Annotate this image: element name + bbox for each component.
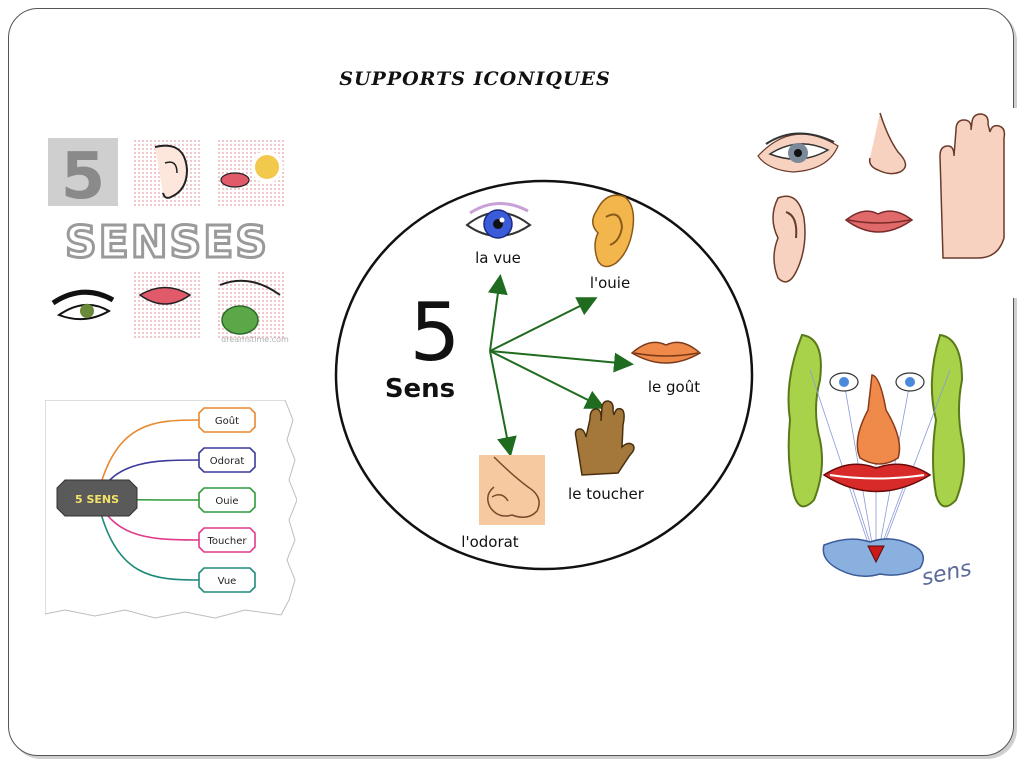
mindmap-node-label: Toucher bbox=[207, 536, 248, 547]
mindmap-node-label: Ouie bbox=[215, 496, 238, 507]
eye-icon bbox=[757, 132, 839, 173]
mindmap-branch-line bbox=[96, 419, 202, 499]
five-senses-circle: 5 Sens la vue l'ouie le goût le toucher … bbox=[334, 179, 754, 571]
mindmap-branch-line bbox=[96, 497, 202, 581]
label-gout: le goût bbox=[648, 378, 700, 396]
mouth-flower-icon bbox=[220, 151, 283, 188]
circle-number: 5 bbox=[410, 286, 461, 379]
mindmap-node-box bbox=[198, 407, 256, 433]
eye-icon bbox=[51, 289, 115, 321]
lips-icon bbox=[138, 286, 192, 305]
mindmap-node-label: Goût bbox=[215, 415, 239, 427]
facial-features-graphic bbox=[748, 108, 1018, 298]
lips-icon bbox=[630, 341, 702, 364]
mindmap-center: 5 SENS bbox=[75, 493, 119, 506]
ear-left-icon bbox=[787, 333, 823, 508]
ear-icon bbox=[592, 194, 635, 268]
label-ouie: l'ouie bbox=[590, 274, 630, 292]
mindmap-node-box bbox=[198, 527, 256, 553]
slide-title: SUPPORTS ICONIQUES bbox=[339, 68, 611, 90]
eye-icon bbox=[465, 201, 532, 239]
circle-heading: Sens bbox=[385, 374, 455, 404]
lips-icon bbox=[844, 210, 914, 233]
nose-icon bbox=[856, 374, 901, 465]
label-vue: la vue bbox=[475, 249, 521, 267]
label-odorat: l'odorat bbox=[461, 533, 519, 551]
mindmap-node-box bbox=[198, 447, 256, 473]
senses-word: SENSES bbox=[65, 217, 269, 268]
artistic-face-drawing: sens bbox=[780, 330, 995, 595]
five-senses-graphic: 5 SENSES dreamstime.com bbox=[45, 135, 290, 345]
watermark: dreamstime.com bbox=[221, 335, 289, 344]
nose-icon bbox=[479, 455, 545, 525]
mindmap-node-label: Odorat bbox=[210, 456, 245, 467]
hand-icon bbox=[822, 538, 925, 577]
label-toucher: le toucher bbox=[568, 485, 645, 503]
ear-icon bbox=[772, 195, 806, 283]
mindmap-node-box bbox=[198, 567, 256, 593]
hand-leaf-icon bbox=[219, 279, 281, 335]
mindmap-node-box bbox=[198, 487, 256, 513]
nose-icon bbox=[868, 112, 907, 175]
hand-icon bbox=[574, 400, 635, 476]
sense-arrows bbox=[487, 274, 634, 457]
lips-icon bbox=[822, 463, 932, 493]
ear-right-icon bbox=[930, 333, 965, 508]
mindmap-node-label: Vue bbox=[218, 576, 237, 587]
ear-icon bbox=[154, 144, 189, 199]
eyes-icon bbox=[829, 372, 925, 392]
circle-outline bbox=[334, 179, 754, 571]
senses-number: 5 bbox=[61, 140, 106, 214]
hand-icon bbox=[939, 113, 1006, 259]
